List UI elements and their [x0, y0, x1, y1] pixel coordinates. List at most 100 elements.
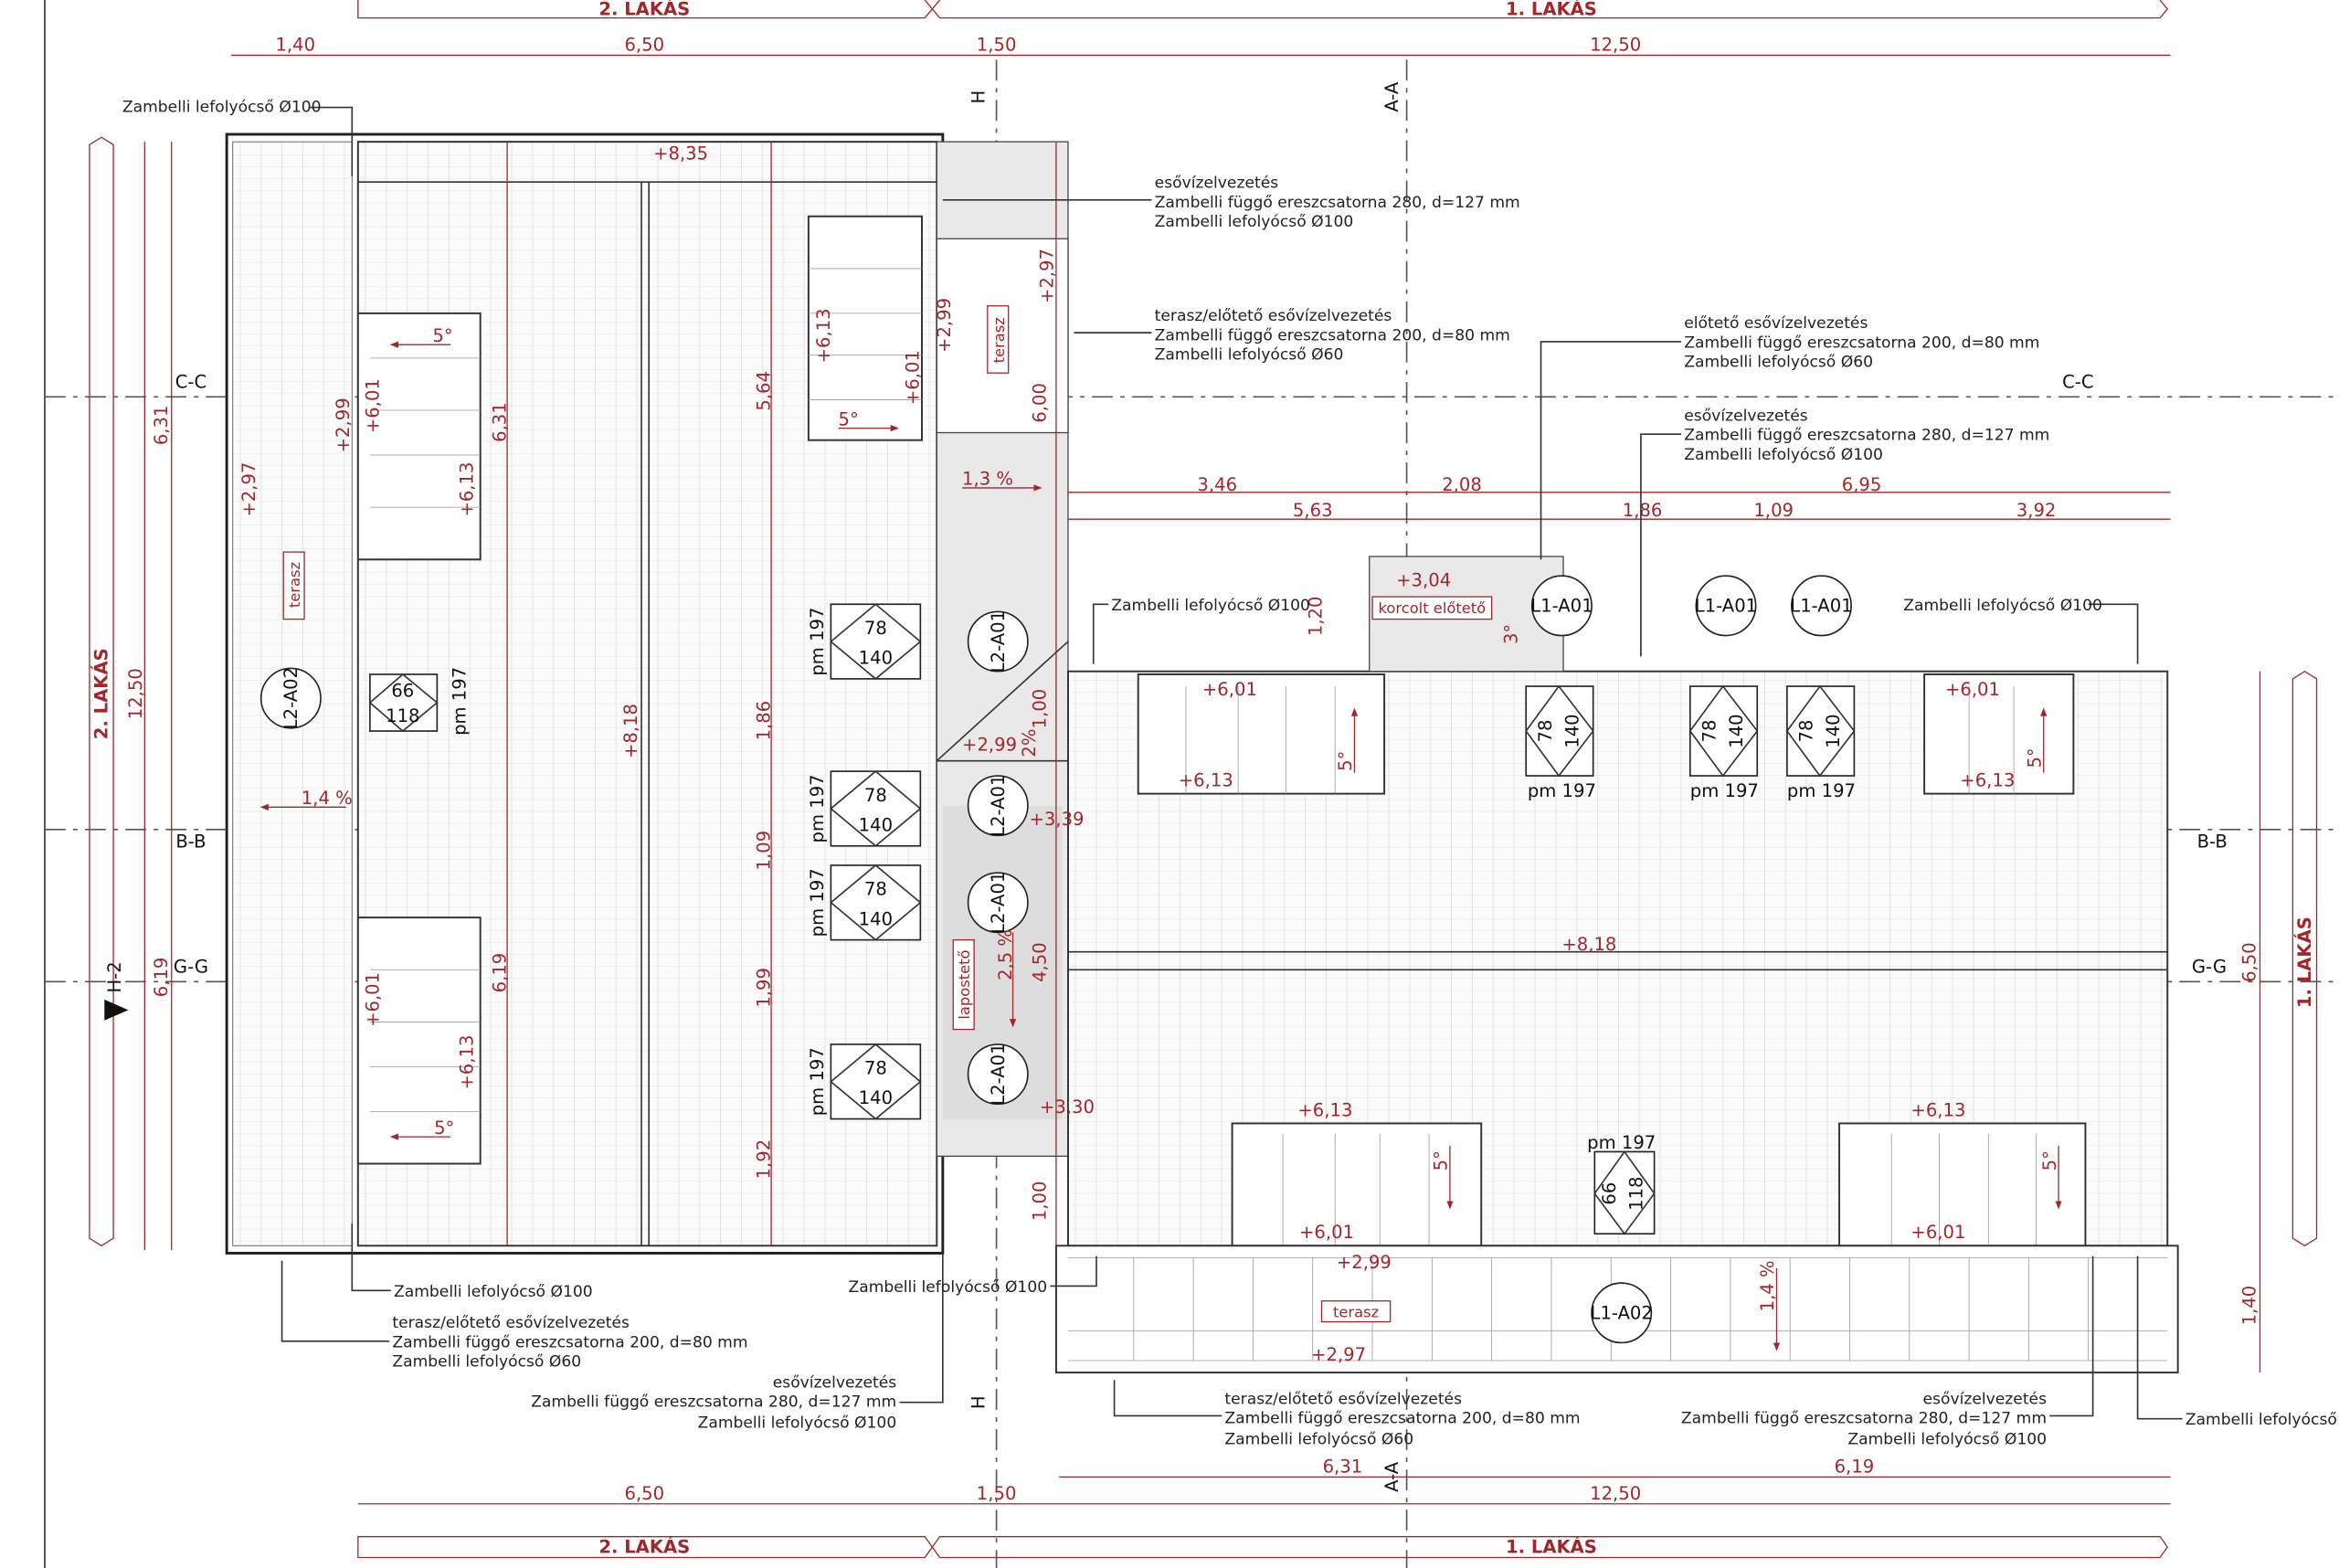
dormer: [356, 312, 482, 561]
svg-text:pm 197: pm 197: [1787, 780, 1856, 801]
label-korcolt-eloteto: korcolt előtető: [1379, 599, 1487, 617]
svg-text:pm 197: pm 197: [807, 608, 828, 676]
svg-text:118: 118: [386, 705, 419, 726]
svg-text:+2,97: +2,97: [1037, 249, 1058, 303]
svg-text:5°: 5°: [1335, 751, 1356, 771]
svg-text:2,5 %: 2,5 %: [995, 929, 1016, 980]
level-markers: +8,35 +8,18 +8,18 +2,97 +2,99 +6,01 +6,1…: [238, 143, 2015, 1365]
svg-text:Zambelli függő ereszcsatorna 2: Zambelli függő ereszcsatorna 200, d=80 m…: [392, 1333, 747, 1351]
svg-text:1,20: 1,20: [1306, 597, 1327, 637]
svg-text:terasz/előtető esővízelvezetés: terasz/előtető esővízelvezetés: [1155, 307, 1392, 325]
svg-text:Zambelli lefolyócső Ø60: Zambelli lefolyócső Ø60: [1224, 1430, 1413, 1448]
svg-text:5°: 5°: [434, 1118, 454, 1139]
svg-text:78: 78: [1796, 720, 1817, 743]
svg-text:+6,01: +6,01: [1945, 679, 2000, 700]
svg-text:1,4 %: 1,4 %: [1757, 1260, 1778, 1311]
svg-text:140: 140: [1561, 714, 1582, 747]
svg-text:+3,39: +3,39: [1030, 809, 1085, 830]
dormer: [1838, 1122, 2087, 1247]
svg-text:78: 78: [864, 618, 887, 639]
dormer: [1923, 673, 2075, 795]
svg-text:3,92: 3,92: [2016, 500, 2057, 521]
section-cc-left: C-C: [175, 372, 206, 393]
svg-text:terasz/előtető esővízelvezetés: terasz/előtető esővízelvezetés: [1224, 1390, 1462, 1408]
svg-text:140: 140: [1823, 714, 1844, 747]
dormer: [807, 215, 923, 441]
svg-text:L2-A01: L2-A01: [988, 872, 1009, 934]
apartment-band-bottom: 2. LAKÁS 1. LAKÁS: [357, 1536, 2169, 1559]
svg-text:esővízelvezetés: esővízelvezetés: [1684, 407, 1808, 425]
note-terrace-gutter-top: terasz/előtető esővízelvezetés Zambelli …: [1155, 307, 1510, 364]
dormer: [1231, 1122, 1483, 1247]
svg-text:Zambelli lefolyócső Ø100: Zambelli lefolyócső Ø100: [1684, 446, 1883, 464]
svg-text:+8,18: +8,18: [620, 704, 641, 758]
svg-text:+6,13: +6,13: [1910, 1099, 1965, 1120]
svg-text:+6,13: +6,13: [1297, 1099, 1352, 1120]
band-label-1-lakas: 1. LAKÁS: [1506, 1537, 1597, 1558]
window-tags: L1-A01 L1-A01 L1-A01 L1-A02 L2-A02 L2-A0…: [259, 575, 1853, 1344]
svg-text:terasz/előtető esővízelvezetés: terasz/előtető esővízelvezetés: [392, 1314, 630, 1332]
svg-text:pm 197: pm 197: [449, 667, 470, 736]
svg-text:+8,35: +8,35: [653, 143, 708, 164]
window-tag: L1-A01: [1695, 575, 1757, 637]
svg-text:6,50: 6,50: [625, 35, 665, 56]
apartment-band-top: 2. LAKÁS 1. LAKÁS: [357, 0, 2169, 19]
svg-text:6,95: 6,95: [1842, 474, 1882, 495]
band-label-2-lakas: 2. LAKÁS: [598, 1537, 690, 1558]
svg-text:L2-A01: L2-A01: [988, 775, 1009, 837]
section-gg-right: G-G: [2192, 957, 2227, 978]
svg-text:78: 78: [1535, 720, 1556, 743]
apartment-band-right: 1. LAKÁS: [2291, 670, 2318, 1247]
svg-text:+2,99: +2,99: [1337, 1252, 1392, 1273]
svg-text:pm 197: pm 197: [807, 1047, 828, 1116]
svg-text:+6,13: +6,13: [1179, 769, 1233, 790]
note-main-gutter-bottom: esővízelvezetés Zambelli függő ereszcsat…: [1681, 1390, 2047, 1448]
svg-text:140: 140: [859, 814, 893, 835]
section-h-top: H: [968, 90, 990, 104]
svg-text:6,31: 6,31: [1323, 1456, 1363, 1477]
band-label-1-lakas: 1. LAKÁS: [2294, 916, 2315, 1008]
window-tag: L2-A01: [967, 610, 1029, 673]
svg-text:1,50: 1,50: [977, 1483, 1017, 1504]
svg-text:1,50: 1,50: [977, 35, 1017, 56]
section-h2: H-2: [104, 961, 125, 992]
band-label-2-lakas: 2. LAKÁS: [91, 648, 112, 739]
svg-text:esővízelvezetés: esővízelvezetés: [1923, 1390, 2048, 1408]
section-aa-top: A-A: [1381, 81, 1402, 112]
svg-text:pm 197: pm 197: [1528, 780, 1596, 801]
svg-text:1,86: 1,86: [753, 701, 774, 741]
svg-text:1,00: 1,00: [1029, 1181, 1050, 1222]
svg-text:pm 197: pm 197: [1690, 780, 1759, 801]
svg-text:+2,99: +2,99: [333, 397, 354, 452]
svg-text:L2-A01: L2-A01: [988, 610, 1009, 673]
svg-text:6,31: 6,31: [489, 402, 510, 442]
note-main-gutter-top: esővízelvezetés Zambelli függő ereszcsat…: [1155, 175, 1520, 231]
svg-text:1,4 %: 1,4 %: [302, 788, 353, 809]
right-wing-roof: [1054, 556, 2179, 1374]
svg-text:5°: 5°: [2039, 1150, 2060, 1171]
svg-text:6,19: 6,19: [1835, 1456, 1875, 1477]
svg-text:+2,97: +2,97: [1311, 1344, 1366, 1365]
svg-text:+6,01: +6,01: [363, 378, 384, 433]
svg-text:pm 197: pm 197: [807, 774, 828, 842]
svg-text:1,40: 1,40: [2239, 1286, 2260, 1326]
window-tag: L2-A01: [967, 775, 1029, 837]
svg-text:6,31: 6,31: [151, 406, 172, 446]
band-label-1-lakas: 1. LAKÁS: [1506, 0, 1597, 19]
dimensions: 1,40 6,50 1,50 12,50 3,46 2,08 6,95 5,63…: [125, 35, 2261, 1505]
dormer: [1137, 673, 1386, 795]
svg-text:5,64: 5,64: [753, 371, 774, 411]
window-tag: L2-A01: [967, 872, 1029, 934]
svg-text:+6,13: +6,13: [813, 308, 834, 363]
svg-text:+6,01: +6,01: [1299, 1222, 1354, 1243]
svg-text:140: 140: [859, 908, 893, 929]
svg-text:L2-A02: L2-A02: [280, 667, 302, 729]
svg-text:66: 66: [1599, 1182, 1620, 1205]
svg-text:140: 140: [859, 648, 893, 669]
svg-text:előtető esővízelvezetés: előtető esővízelvezetés: [1684, 314, 1868, 333]
note-downpipe: Zambelli lefolyócső Ø100: [848, 1278, 1047, 1297]
svg-text:pm 197: pm 197: [1587, 1132, 1656, 1153]
label-terasz: terasz: [286, 562, 303, 608]
